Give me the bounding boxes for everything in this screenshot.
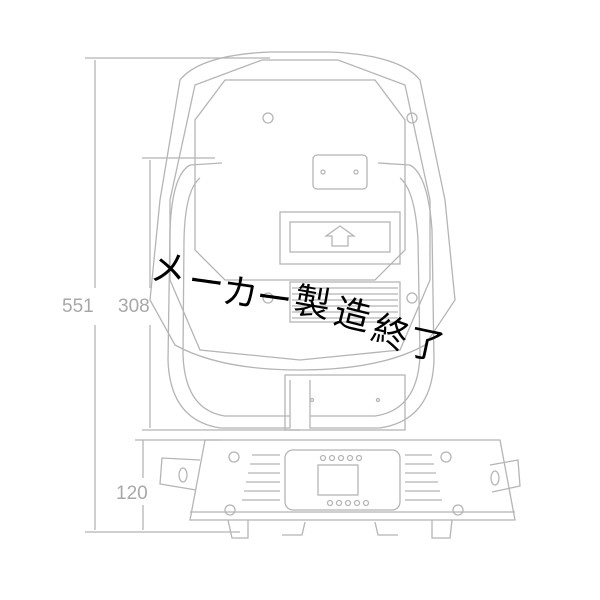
vent-slats — [292, 287, 398, 319]
base — [159, 439, 521, 539]
overlay-char: メ — [148, 247, 188, 292]
head — [149, 51, 456, 371]
overlay-char: 了 — [404, 321, 448, 370]
total-height-label: 551 — [62, 296, 94, 317]
head-height-label: 308 — [118, 296, 150, 317]
dimension-lines — [85, 57, 300, 533]
base-height-label: 120 — [116, 483, 148, 504]
overlay-char: ー — [253, 276, 295, 323]
yoke — [167, 162, 435, 429]
base-vents — [242, 454, 442, 501]
neck — [284, 374, 406, 431]
overlay-char: 製 — [290, 280, 334, 327]
